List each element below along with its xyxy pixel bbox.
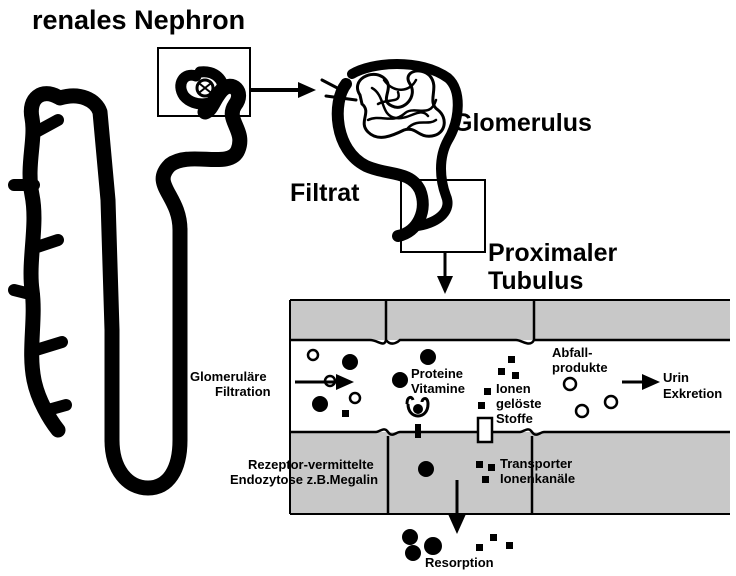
resorbed-ion [506,542,513,549]
nephron-drawing [14,72,240,488]
transporter-label-line2: Ionenkanäle [500,471,575,486]
transporter-channel [478,418,492,442]
resorption-label: Resorption [425,555,494,570]
zoom-arrow-1 [250,82,316,98]
glomerulus-enlarged [322,64,458,236]
rezeptor-label-line1: Rezeptor-vermittelte [248,457,374,472]
glom-filtration-label-line2: Filtration [215,384,271,399]
protein-particle [420,349,436,365]
resorbed-ion [476,544,483,551]
ion-particle [488,464,495,471]
loop-of-henle [112,230,180,488]
connecting-tubule [60,96,112,440]
capillary-tuft [357,71,444,137]
ion-particle [498,368,505,375]
proximal-label-line1: Proximaler [488,240,617,267]
receptor-stalk [415,424,421,438]
resorbed-particle [405,545,421,561]
exkretion-label: Exkretion [663,386,722,401]
proximal-label-line2: Tubulus [488,268,583,295]
duct-branch [36,342,62,350]
diagram-title: renales Nephron [32,5,245,35]
ion-particle [512,372,519,379]
collecting-duct [30,94,58,430]
filtrate-particle [350,393,360,403]
duct-branch [34,240,58,248]
urin-label: Urin [663,370,689,385]
resorbed-particle [424,537,442,555]
ion-particle [482,476,489,483]
waste-particle [605,396,617,408]
resorbed-particle [402,529,418,545]
glomerulus-label: Glomerulus [453,110,592,137]
bowman-capsule [338,84,423,236]
upper-cells [290,300,730,340]
ion-particle [478,402,485,409]
abfall-label-line1: Abfall- [552,345,592,360]
ionen-label-line2: gelöste [496,396,542,411]
ion-particle [342,410,349,417]
filtration-arrow [295,374,354,390]
excretion-arrow [622,374,660,390]
ion-particle [484,388,491,395]
abfall-label-line2: produkte [552,360,608,375]
endosome [418,461,434,477]
resorbed-ion [490,534,497,541]
receptor-ligand [413,404,423,414]
protein-particle [392,372,408,388]
duct-branch [14,290,34,295]
filtrat-label: Filtrat [290,180,359,207]
zoom-arrow-2 [437,252,453,294]
protein-particle [342,354,358,370]
protein-particle [312,396,328,412]
vitamine-label: Vitamine [411,381,465,396]
rezeptor-label-line2: Endozytose z.B.Megalin [230,472,378,487]
ion-particle [508,356,515,363]
ion-particle [476,461,483,468]
tubulus-section [290,300,730,561]
waste-particle [576,405,588,417]
ionen-label-line3: Stoffe [496,411,533,426]
glom-filtration-label-line1: Glomeruläre [190,369,267,384]
duct-branch [48,405,66,410]
ionen-label-line1: Ionen [496,381,531,396]
proteine-label: Proteine [411,366,463,381]
transporter-label-line1: Transporter [500,456,572,471]
filtrate-particle [308,350,318,360]
waste-particle [564,378,576,390]
